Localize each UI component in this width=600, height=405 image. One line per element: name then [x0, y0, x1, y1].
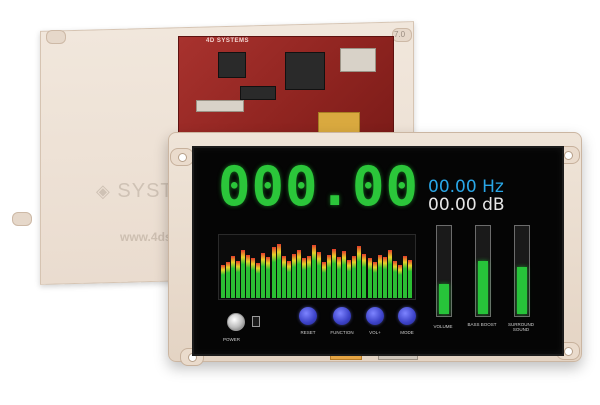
- volume-slider[interactable]: [436, 225, 452, 317]
- spectrum-bar: [251, 258, 256, 298]
- processor-chip: [285, 52, 325, 90]
- spectrum-analyzer: [218, 234, 416, 300]
- spectrum-bar: [226, 262, 231, 298]
- spectrum-bar: [301, 258, 306, 298]
- spectrum-bar: [377, 255, 382, 298]
- reset-label: RESET: [300, 330, 316, 335]
- spectrum-bar: [266, 257, 271, 298]
- website-text: www.4ds: [120, 230, 172, 244]
- bass-boost-slider[interactable]: [475, 225, 491, 317]
- mode-label: MODE: [400, 330, 414, 335]
- frequency-readout: 00.00 Hz: [428, 177, 504, 197]
- revision-label: 7.0: [394, 30, 406, 39]
- power-label: POWER: [223, 337, 241, 342]
- spectrum-bar: [372, 262, 377, 298]
- spectrum-bar: [241, 250, 246, 298]
- main-readout: 000.00: [218, 155, 420, 218]
- spectrum-bar: [246, 255, 251, 298]
- function-label: FUNCTION: [330, 330, 354, 335]
- spectrum-bar: [332, 249, 337, 298]
- mount-tab: [170, 148, 194, 166]
- slider-label-volume: VOLUME: [433, 324, 453, 329]
- mount-tab: [392, 28, 412, 42]
- vol-plus-label: VOL+: [369, 330, 381, 335]
- spectrum-bar: [276, 244, 281, 298]
- spectrum-bar: [322, 262, 327, 298]
- reset-button[interactable]: [299, 307, 317, 325]
- slider-fill: [517, 266, 527, 314]
- power-button[interactable]: [227, 313, 245, 331]
- mode-button[interactable]: [398, 307, 416, 325]
- power-indicator: [252, 316, 260, 327]
- slider-fill: [439, 283, 449, 314]
- sd-card-slot: [340, 48, 376, 72]
- surround-sound-slider[interactable]: [514, 225, 530, 317]
- brand-glyph-icon: ◈: [96, 181, 111, 201]
- spectrum-bar: [221, 265, 225, 298]
- spectrum-bar: [367, 258, 372, 298]
- ribbon-connector: [196, 100, 244, 112]
- spectrum-bar: [362, 254, 367, 298]
- spectrum-bar: [281, 256, 286, 298]
- spectrum-bar: [347, 260, 352, 298]
- spectrum-bar: [402, 256, 407, 298]
- spectrum-bar: [342, 251, 347, 298]
- pcb-brand: 4D SYSTEMS: [206, 38, 250, 44]
- spectrum-bar: [311, 245, 316, 298]
- spectrum-bar: [286, 261, 291, 298]
- level-readout: 00.00 dB: [428, 195, 505, 215]
- spectrum-bar: [306, 256, 311, 298]
- spectrum-bar: [261, 253, 266, 298]
- spectrum-bar: [397, 265, 402, 298]
- mount-tab: [46, 30, 66, 44]
- function-button[interactable]: [333, 307, 351, 325]
- spectrum-bar: [357, 246, 362, 298]
- spectrum-bar: [291, 254, 296, 298]
- spectrum-bar: [236, 261, 241, 298]
- slider-label-bass-boost: BASS BOOST: [467, 322, 497, 327]
- spectrum-bar: [271, 247, 276, 298]
- spectrum-bar: [337, 257, 342, 298]
- spectrum-bar: [317, 252, 321, 298]
- spectrum-bar: [327, 255, 332, 298]
- spectrum-bar: [392, 261, 397, 298]
- chip: [240, 86, 276, 100]
- spectrum-bar: [387, 250, 392, 298]
- spectrum-bar: [296, 250, 301, 298]
- spectrum-bar: [382, 257, 387, 298]
- vol-plus-button[interactable]: [366, 307, 384, 325]
- mount-tab: [12, 212, 32, 226]
- spectrum-bar: [231, 256, 236, 298]
- chip: [218, 52, 246, 78]
- slider-label-surround-sound: SURROUND SOUND: [507, 322, 534, 332]
- slider-fill: [478, 260, 488, 314]
- spectrum-bar: [407, 260, 412, 298]
- spectrum-bar: [256, 263, 261, 298]
- spectrum-bar: [352, 256, 357, 298]
